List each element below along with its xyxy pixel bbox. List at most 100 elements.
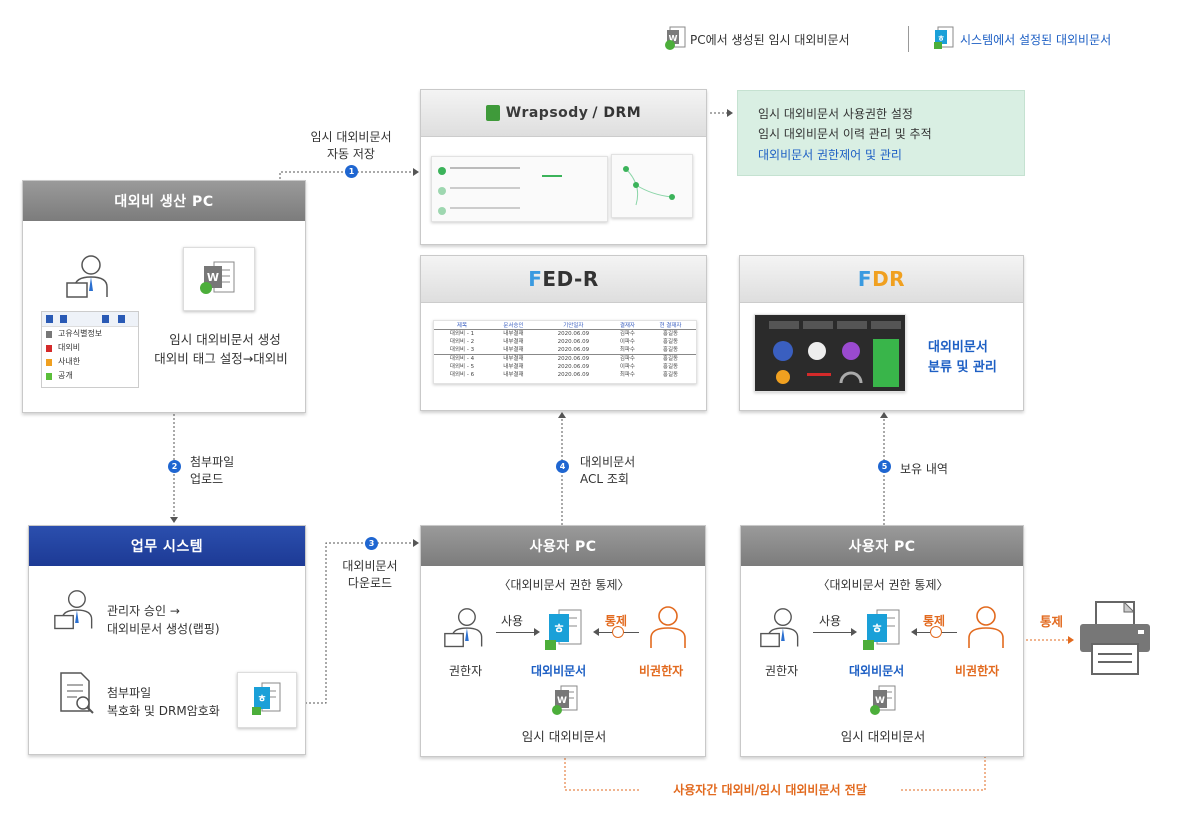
step-4-label-2: ACL 조회 [580,472,629,486]
admin-user-icon [53,588,99,638]
unauthorized-label: 비권한자 [955,664,1000,678]
svg-text:ㅎ: ㅎ [871,622,883,637]
fedr-table-cell: 2020.06.09 [557,339,590,345]
secure-doc-label: 대외비문서 [531,664,587,678]
fedr-table-cell: 최파수 [619,372,635,378]
tag-panel: 고유식별정보 대외비 사내한 공개 [41,311,139,388]
tag-item[interactable]: 고유식별정보 [58,329,103,338]
wrapsody-brand: Wrapsody [505,105,589,121]
use-arrow [496,632,536,633]
producer-pc-title: 대외비 생산 PC [23,181,305,221]
print-control-label: 통제 [1040,614,1064,629]
producer-temp-doc-icon: W [183,247,255,311]
svg-text:W: W [669,34,678,43]
fedr-table-cell: 내부결재 [503,331,524,337]
fedr-table-cell: 최파수 [619,347,635,353]
fedr-table-row[interactable]: 대외비 - 1 내부결재 2020.06.09 김파수 홍길동 [434,330,696,339]
svg-text:ㅎ: ㅎ [257,693,266,705]
fedr-table-cell: 홍길동 [662,331,679,337]
temp-doc-label: 임시 대외비문서 [840,729,926,744]
fedr-table-cell: 2020.06.09 [557,372,590,378]
fedr-table-cell: 내부결재 [503,339,524,345]
producer-user-icon [65,253,115,307]
temp-doc-legend-icon: W [664,26,686,56]
fedr-title-rest: ED-R [542,267,599,291]
transfer-label: 사용자간 대외비/임시 대외비문서 전달 [640,781,900,798]
control-label: 통제 [923,614,946,628]
svg-text:ㅎ: ㅎ [937,34,944,43]
fedr-th: 문서승인 [503,323,524,329]
producer-pc-box: 대외비 생산 PC 고유식별정보 대외비 사내한 공개 W 임시 대외비문서 생… [22,180,306,413]
unauthorized-user-icon [965,604,1007,654]
fedr-table-cell: 김파수 [619,331,635,337]
fedr-table-cell: 대외비 - 1 [449,331,475,337]
tag-item[interactable]: 공개 [58,371,73,380]
tag-item[interactable]: 대외비 [58,343,81,352]
fedr-th: 제목 [456,323,468,329]
work-item2-line1: 첨부파일 [107,686,152,700]
authorized-label: 권한자 [449,664,483,678]
user-pc-a-title: 사용자 PC [421,526,705,566]
fedr-table-cell: 2020.06.09 [557,356,590,362]
secure-doc-label: 대외비문서 [849,664,905,678]
fdr-dashboard [754,314,906,392]
use-label: 사용 [819,614,842,628]
step-1-label-1: 임시 대외비문서 [310,130,392,144]
sys-doc-legend-icon: ㅎ [932,26,954,56]
step-1-label-2: 자동 저장 [327,147,375,161]
fdr-caption-1: 대외비문서 [928,340,988,355]
fedr-table-cell: 이파수 [619,339,635,345]
block-icon [930,626,942,638]
wrapsody-suffix: / DRM [592,105,642,121]
work-item2-line2: 복호화 및 DRM암호화 [107,704,220,718]
user-pc-a-box: 사용자 PC 〈대외비문서 권한 통제〉 사용 ㅎ 통제 권한자 대외비문서 비… [420,525,706,757]
tag-toolbar [42,312,138,327]
use-arrow-head [534,628,540,636]
secure-doc-icon: ㅎ [859,606,903,660]
fedr-table-cell: 2020.06.09 [557,331,590,337]
printer-icon [1076,598,1156,682]
unauthorized-label: 비권한자 [639,664,684,678]
authorized-user-icon [759,606,805,656]
producer-caption-2: 대외비 태그 설정→대외비 [154,351,288,366]
legend-temp-doc: PC에서 생성된 임시 대외비문서 [690,33,850,47]
producer-caption-1: 임시 대외비문서 생성 [169,332,281,347]
svg-text:W: W [207,271,219,284]
svg-text:ㅎ: ㅎ [553,622,565,637]
step-4-badge: 4 [556,460,569,473]
fdr-title-f: F [857,267,873,291]
step-2-label-2: 업로드 [190,472,224,486]
fedr-table-cell: 홍길동 [662,356,679,362]
tag-item[interactable]: 사내한 [58,357,81,366]
fedr-table-cell: 대외비 - 4 [449,356,475,362]
user-pc-b-subtitle: 〈대외비문서 권한 통제〉 [817,578,949,592]
temp-doc-icon: W [867,684,897,722]
fedr-title-f: F [528,267,543,291]
user-pc-a-subtitle: 〈대외비문서 권한 통제〉 [498,578,630,592]
wrapsody-logo-icon [485,105,500,121]
secure-doc-icon: ㅎ [541,606,585,660]
fdr-title-rest: DR [872,267,906,291]
control-arrow-head [911,628,917,636]
fedr-table-cell: 대외비 - 6 [449,372,475,378]
fedr-table-cell: 2020.06.09 [557,364,590,370]
fedr-table-cell: 홍길동 [662,364,679,370]
fedr-table-cell: 홍길동 [662,347,679,353]
feature-item: 대외비문서 권한제어 및 관리 [758,148,902,162]
wrapsody-screenshot-list [431,156,608,222]
temp-doc-label: 임시 대외비문서 [521,729,607,744]
step-3-label-2: 다운로드 [347,576,393,590]
work-item1-line1: 관리자 승인 → [107,604,180,618]
step-2-label-1: 첨부파일 [190,455,235,469]
fedr-table-cell: 홍길동 [662,372,679,378]
fedr-th: 기안일자 [563,323,584,329]
